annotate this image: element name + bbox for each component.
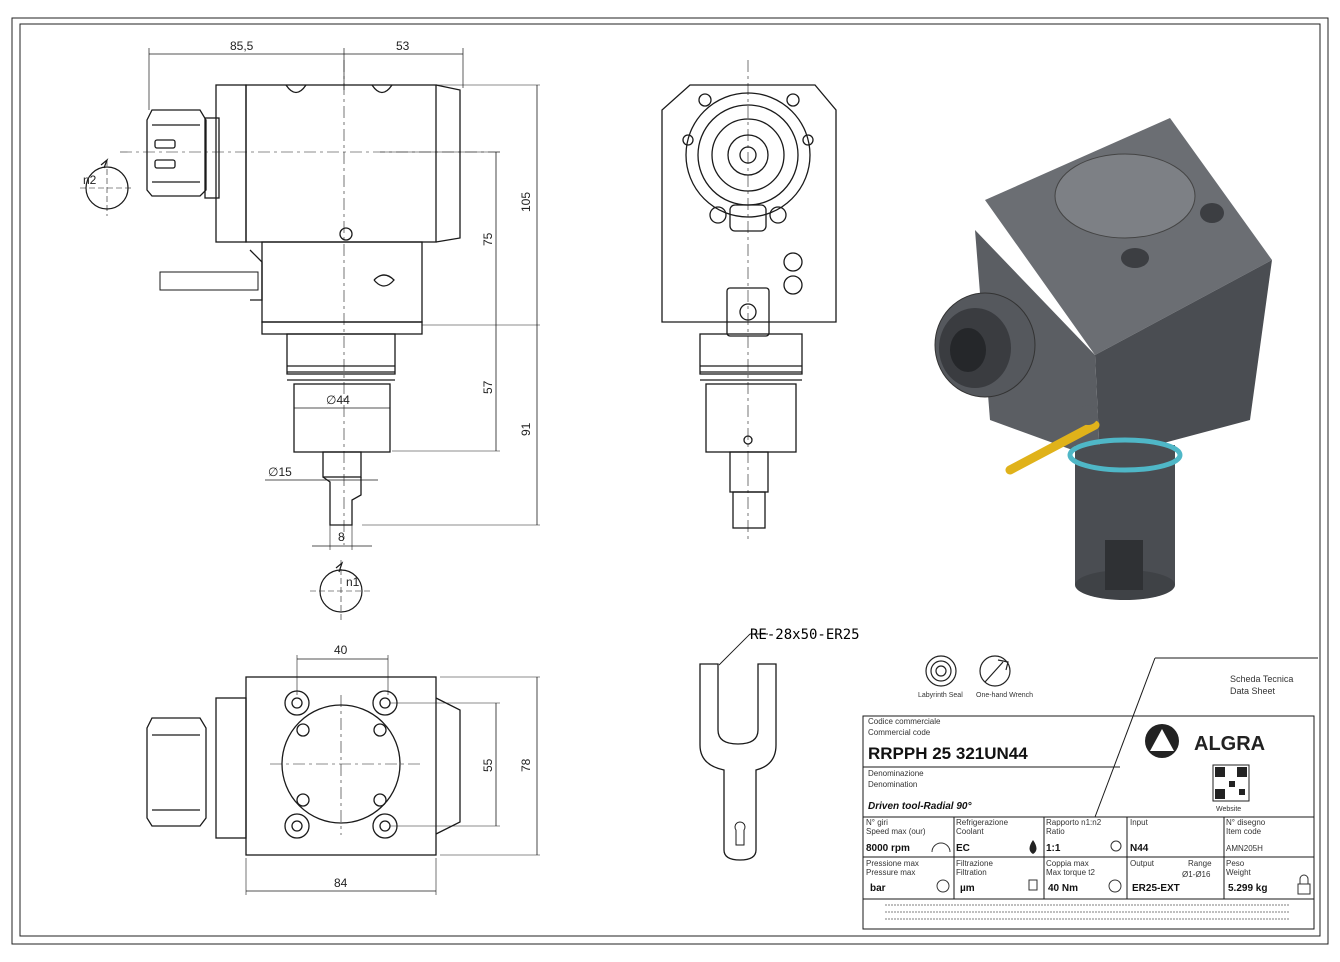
speed-value: 8000 rpm xyxy=(866,843,910,854)
weight-label-1: Peso xyxy=(1226,859,1245,868)
drop-icon xyxy=(1029,840,1037,854)
dim-84: 84 xyxy=(334,876,348,890)
ratio-label-1: Rapporto n1:n2 xyxy=(1046,818,1102,827)
isometric-render xyxy=(934,118,1272,600)
coolant-label-1: Refrigerazione xyxy=(956,818,1009,827)
filtration-label-1: Filtrazione xyxy=(956,859,993,868)
commercial-code: RRPPH 25 321UN44 xyxy=(868,744,1028,763)
input-value: N44 xyxy=(1130,843,1149,854)
website-label: Website xyxy=(1216,806,1241,813)
dim-53: 53 xyxy=(396,39,410,53)
front-view xyxy=(120,48,540,550)
speed-label-2: Speed max (our) xyxy=(866,827,926,836)
top-view xyxy=(146,655,540,895)
one-hand-wrench-icon xyxy=(979,655,1011,687)
output-value: ER25-EXT xyxy=(1132,883,1180,894)
denomination: Driven tool-Radial 90° xyxy=(868,801,972,812)
filtration-value: µm xyxy=(960,883,975,894)
seal-label: Labyrinth Seal xyxy=(918,692,963,699)
dim-8: 8 xyxy=(338,530,345,544)
inner-border xyxy=(19,23,1321,937)
code-label-it: Codice commerciale xyxy=(868,717,941,726)
pressure-label-2: Pressure max xyxy=(866,868,915,877)
dim-diameter-44: ∅44 xyxy=(326,393,350,407)
sheet-title-en: Data Sheet xyxy=(1230,686,1276,696)
dim-57: 57 xyxy=(481,380,495,394)
qr-code-icon xyxy=(1212,764,1250,802)
dim-75: 75 xyxy=(481,232,495,246)
title-block xyxy=(862,657,1318,930)
filtration-label-2: Filtration xyxy=(956,868,987,877)
drawing-value: AMN205H xyxy=(1226,844,1263,853)
speed-gauge-icon xyxy=(931,842,951,853)
side-view xyxy=(661,60,837,540)
wrench-drawing xyxy=(699,633,777,861)
wrench-icon-label: One-hand Wrench xyxy=(976,692,1033,699)
labyrinth-seal-icon xyxy=(925,655,957,687)
n1-label: n1 xyxy=(346,575,360,589)
torque-value: 40 Nm xyxy=(1048,883,1078,894)
dim-105: 105 xyxy=(519,192,533,212)
lock-icon xyxy=(1297,874,1311,895)
denomination-label-en: Denomination xyxy=(868,780,917,789)
coolant-label-2: Coolant xyxy=(956,827,984,836)
dim-91: 91 xyxy=(519,422,533,436)
input-label: Input xyxy=(1130,818,1149,827)
dim-78: 78 xyxy=(519,758,533,772)
trash-icon xyxy=(1028,879,1038,891)
rotation-n2-icon xyxy=(80,158,134,216)
outer-border xyxy=(11,17,1329,945)
n2-label: n2 xyxy=(83,173,97,187)
wrench-label: RE-28x50-ER25 xyxy=(750,627,860,643)
sheet-title-it: Scheda Tecnica xyxy=(1230,674,1293,684)
pressure-label-1: Pressione max xyxy=(866,859,919,868)
code-label-en: Commercial code xyxy=(868,728,931,737)
fine-print-lines xyxy=(885,904,1290,920)
dim-55: 55 xyxy=(481,758,495,772)
pressure-value: bar xyxy=(870,883,886,894)
weight-value: 5.299 kg xyxy=(1228,883,1267,894)
ratio-value: 1:1 xyxy=(1046,843,1061,854)
drawing-label-2: Item code xyxy=(1226,827,1262,836)
pressure-gauge-icon xyxy=(936,879,950,893)
coolant-value: EC xyxy=(956,843,970,854)
rotation-n1-icon xyxy=(310,560,372,620)
output-label: Output xyxy=(1130,859,1155,868)
brand-name: ALGRA xyxy=(1194,733,1265,755)
weight-label-2: Weight xyxy=(1226,868,1252,877)
gear-icon xyxy=(1110,840,1122,852)
ratio-label-2: Ratio xyxy=(1046,827,1065,836)
dim-40: 40 xyxy=(334,643,348,657)
drawing-label-1: N° disegno xyxy=(1226,818,1266,827)
dim-85-5: 85,5 xyxy=(230,39,254,53)
speed-label-1: N° giri xyxy=(866,818,888,827)
range-value: Ø1-Ø16 xyxy=(1182,870,1211,879)
torque-label-2: Max torque t2 xyxy=(1046,868,1095,877)
torque-label-1: Coppia max xyxy=(1046,859,1089,868)
denomination-label-it: Denominazione xyxy=(868,769,924,778)
algra-logo: ALGRA xyxy=(1145,724,1265,758)
range-label: Range xyxy=(1188,859,1212,868)
torque-icon xyxy=(1108,879,1122,893)
dim-diameter-15: ∅15 xyxy=(268,465,292,479)
